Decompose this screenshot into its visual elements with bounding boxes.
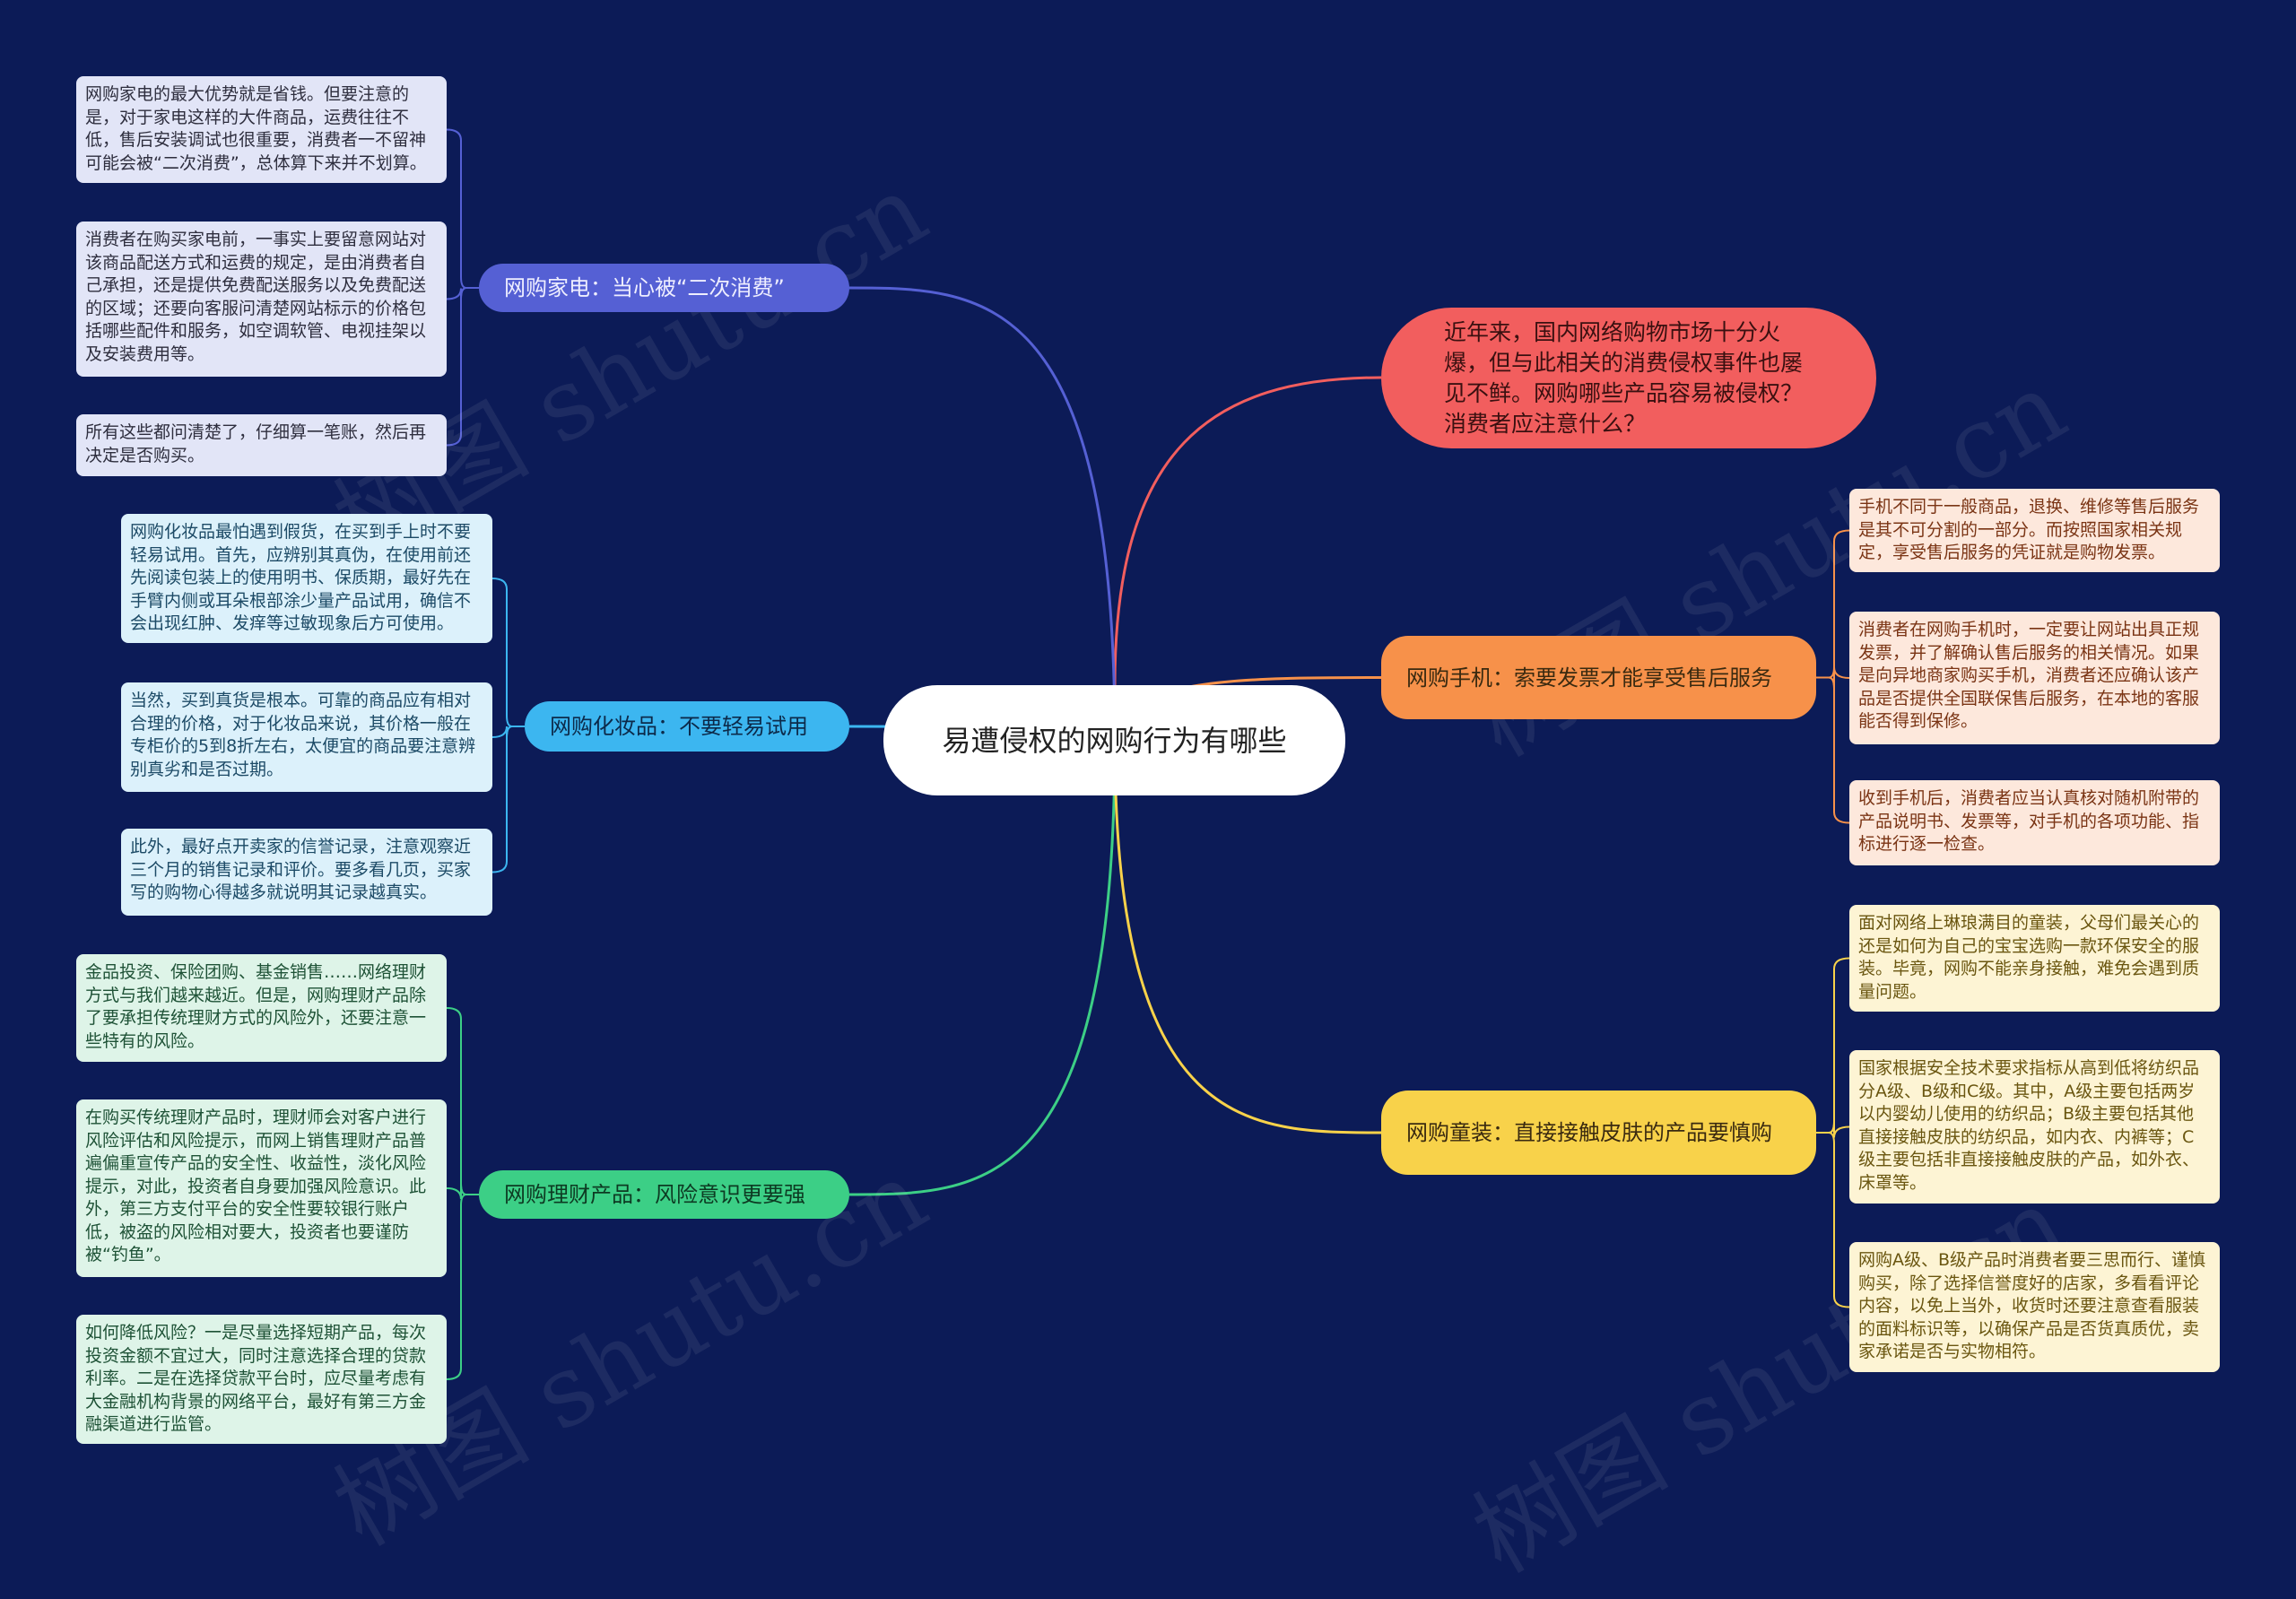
leaf-note: 所有这些都问清楚了，仔细算一笔账，然后再决定是否购买。 — [76, 414, 447, 476]
intro-topic[interactable]: 近年来，国内网络购物市场十分火爆，但与此相关的消费侵权事件也屡见不鲜。网购哪些产… — [1381, 308, 1876, 448]
connector-line — [848, 286, 1117, 741]
leaf-note: 金品投资、保险团购、基金销售……网络理财方式与我们越来越近。但是，网购理财产品除… — [76, 954, 447, 1062]
branch-phone[interactable]: 网购手机：索要发票才能享受售后服务 — [1381, 636, 1816, 719]
central-topic[interactable]: 易遭侵权的网购行为有哪些 — [883, 685, 1345, 795]
leaf-note: 消费者在购买家电前，一事实上要留意网站对该商品配送方式和运费的规定，是由消费者自… — [76, 222, 447, 377]
branch-appliance[interactable]: 网购家电：当心被“二次消费” — [479, 264, 849, 312]
connector-line — [446, 1007, 479, 1195]
leaf-note: 在购买传统理财产品时，理财师会对客户进行风险评估和风险提示，而网上销售理财产品普… — [76, 1099, 447, 1277]
branch-cosmetics[interactable]: 网购化妆品：不要轻易试用 — [525, 701, 849, 752]
connector-line — [1816, 1132, 1850, 1308]
leaf-note: 如何降低风险？一是尽量选择短期产品，每次投资金额不宜过大，同时注意选择合理的贷款… — [76, 1315, 447, 1444]
leaf-note: 面对网络上琳琅满目的童装，父母们最关心的还是如何为自己的宝宝选购一款环保安全的服… — [1849, 905, 2220, 1012]
leaf-note: 此外，最好点开卖家的信誉记录，注意观察近三个月的销售记录和评价。要多看几页，买家… — [121, 829, 492, 916]
connector-line — [491, 726, 525, 873]
branch-finance[interactable]: 网购理财产品：风险意识更要强 — [479, 1170, 849, 1219]
connector-line — [1113, 739, 1382, 1134]
connector-line — [446, 1194, 479, 1380]
leaf-note: 手机不同于一般商品，退换、维修等售后服务是其不可分割的一部分。而按照国家相关规定… — [1849, 489, 2220, 572]
connector-line — [446, 287, 479, 447]
connector-line — [848, 739, 1117, 1196]
connector-line — [491, 578, 525, 727]
connector-line — [1816, 957, 1850, 1134]
leaf-note: 网购化妆品最怕遇到假货，在买到手上时不要轻易试用。首先，应辨别其真伪，在使用前还… — [121, 514, 492, 643]
connector-line — [1113, 376, 1382, 687]
connector-line — [1816, 529, 1850, 679]
leaf-note: 消费者在网购手机时，一定要让网站出具正规发票，并了解确认售后服务的相关情况。如果… — [1849, 612, 2220, 744]
leaf-note: 国家根据安全技术要求指标从高到低将纺织品分A级、B级和C级。其中，A级主要包括两… — [1849, 1050, 2220, 1204]
leaf-note: 当然，买到真货是根本。可靠的商品应有相对合理的价格，对于化妆品来说，其价格一般在… — [121, 682, 492, 792]
branch-childrenswear[interactable]: 网购童装：直接接触皮肤的产品要慎购 — [1381, 1091, 1816, 1175]
connector-line — [1816, 676, 1850, 824]
leaf-note: 网购家电的最大优势就是省钱。但要注意的是，对于家电这样的大件商品，运费往往不低，… — [76, 76, 447, 183]
leaf-note: 网购A级、B级产品时消费者要三思而行、谨慎购买，除了选择信誉度好的店家，多看看评… — [1849, 1242, 2220, 1372]
connector-line — [446, 128, 479, 289]
leaf-note: 收到手机后，消费者应当认真核对随机附带的产品说明书、发票等，对手机的各项功能、指… — [1849, 780, 2220, 865]
